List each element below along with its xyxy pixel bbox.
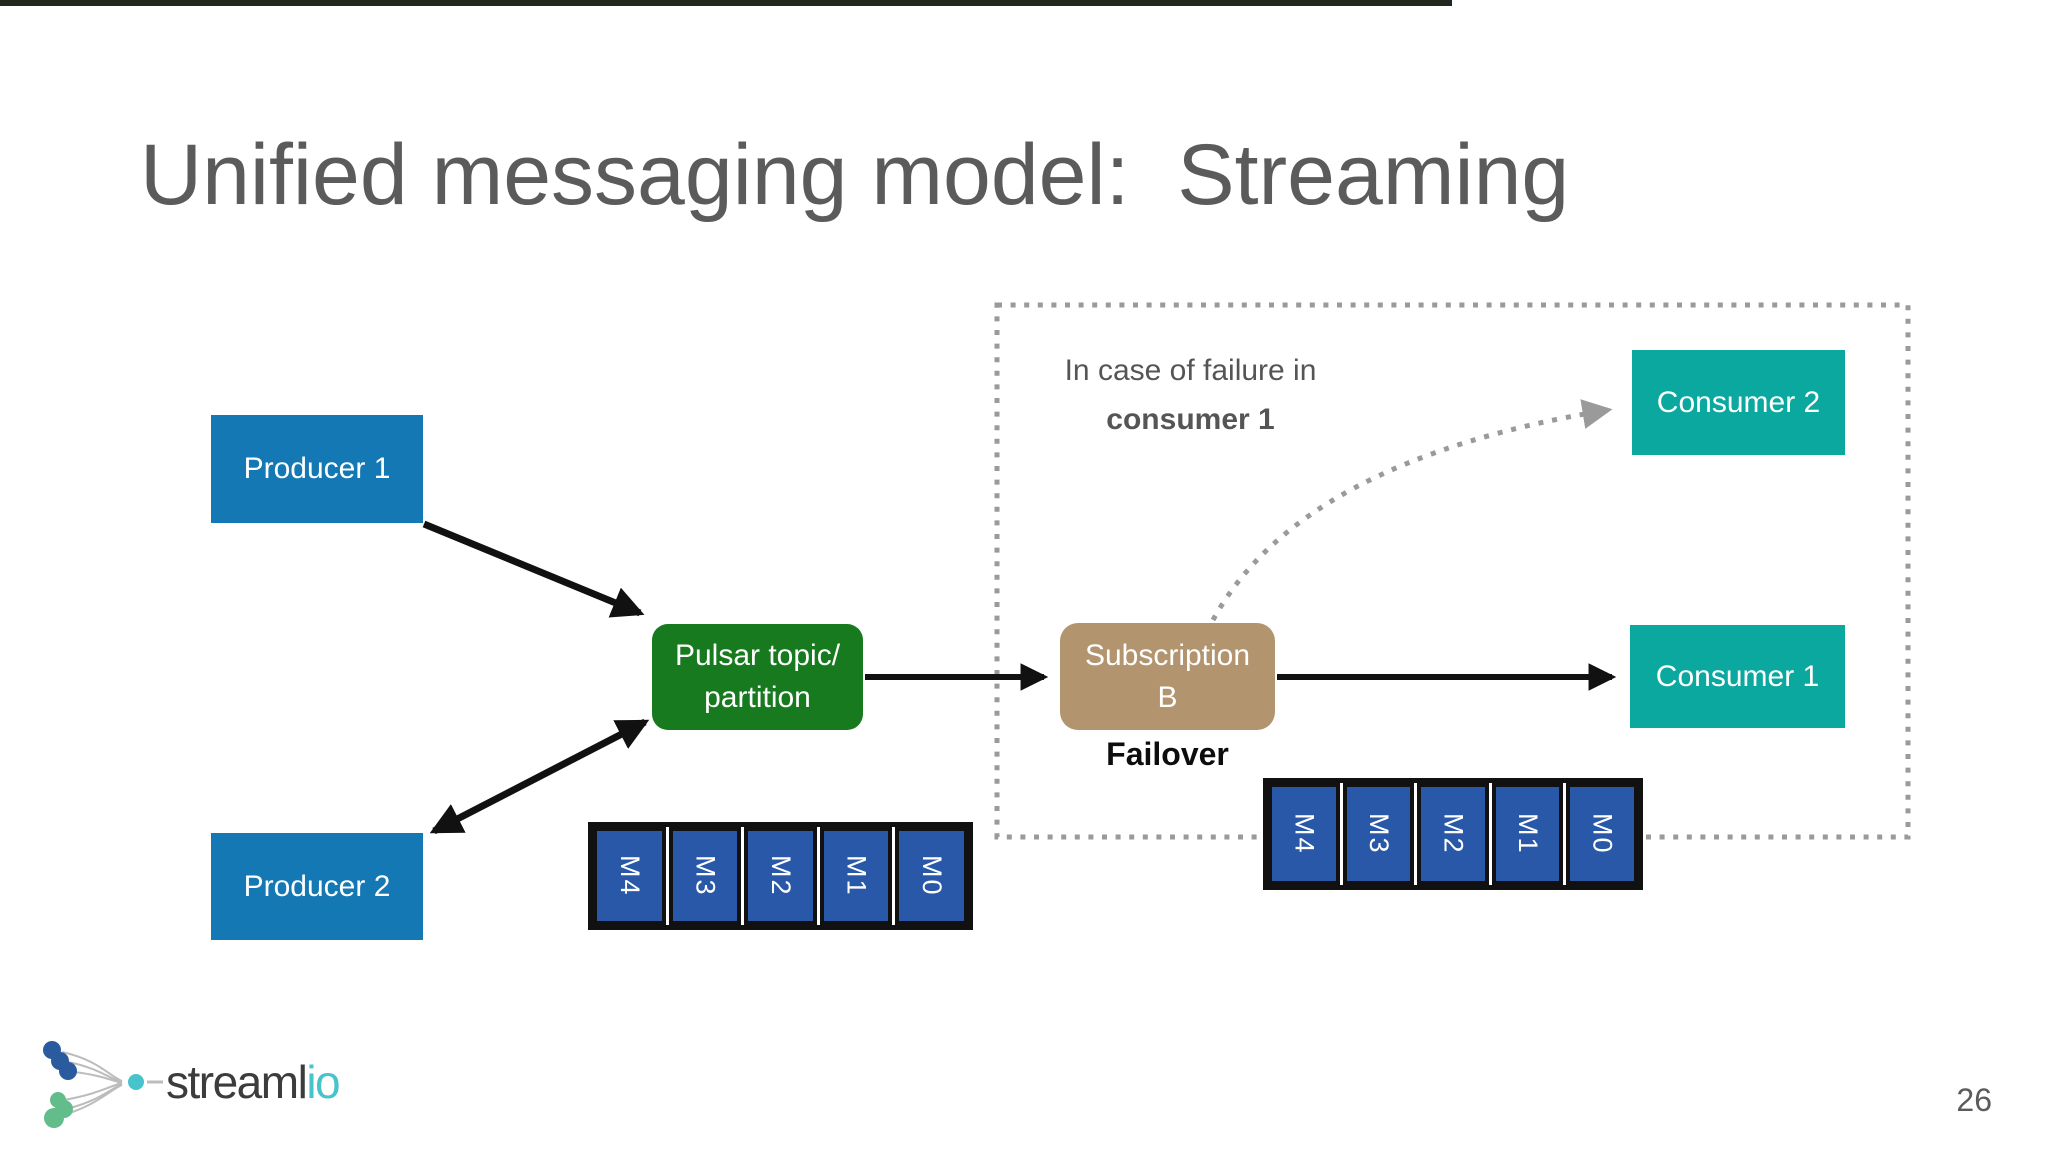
failure-annotation-line1: In case of failure in [1064, 354, 1317, 387]
queue-cell: M4 [1268, 783, 1340, 885]
subscription-message-queue: M4 M3 M2 M1 M0 [1263, 778, 1643, 890]
queue-cell: M0 [1566, 783, 1638, 885]
arrow-producer1-to-topic [422, 520, 645, 618]
queue-cell-label: M1 [841, 855, 872, 897]
queue-cell: M2 [744, 827, 817, 925]
logo-wordmark: streamlio [166, 1056, 339, 1108]
queue-cell: M1 [819, 827, 893, 925]
node-pulsar-topic: Pulsar topic/ partition [652, 624, 863, 730]
queue-cell-label: M4 [1289, 813, 1320, 855]
node-consumer-1: Consumer 1 [1630, 625, 1845, 728]
node-subscription-b: Subscription B [1060, 623, 1275, 730]
streamlio-logo: streamlio [43, 1041, 341, 1128]
arrow-producer2-topic [429, 718, 650, 835]
queue-cell: M3 [668, 827, 742, 925]
node-label: Producer 1 [243, 452, 391, 485]
failure-annotation: In case of failure in consumer 1 [1018, 354, 1363, 437]
logo-flow-lines [59, 1051, 163, 1117]
queue-cell: M2 [1417, 783, 1489, 885]
subscription-mode-label: Failover [1106, 736, 1229, 772]
queue-cell-label: M2 [1438, 813, 1469, 855]
node-label-line1: Pulsar topic/ [674, 639, 841, 672]
queue-cell-label: M0 [1587, 813, 1618, 855]
queue-cell: M3 [1342, 783, 1415, 885]
slide-title: Unified messaging model: Streaming [140, 127, 1570, 223]
queue-cell: M4 [593, 827, 666, 925]
queue-cell-label: M4 [614, 855, 645, 897]
logo-text-accent: io [306, 1056, 339, 1108]
node-consumer-2: Consumer 2 [1632, 350, 1845, 455]
node-producer-2: Producer 2 [211, 833, 423, 940]
queue-cell-label: M3 [1363, 813, 1394, 855]
node-label: Consumer 2 [1656, 385, 1821, 419]
dotted-failover-arrow-to-consumer2 [1210, 399, 1613, 622]
logo-dots [43, 1041, 144, 1128]
node-producer-1: Producer 1 [211, 415, 423, 523]
page-number: 26 [1956, 1082, 1992, 1118]
node-label-line2: B [1157, 680, 1178, 714]
node-label-line2: partition [704, 681, 811, 714]
queue-cell-label: M3 [690, 855, 721, 897]
logo-text-main: streaml [166, 1056, 306, 1108]
queue-cell: M1 [1491, 783, 1564, 885]
queue-cell-label: M2 [765, 855, 796, 897]
queue-cell-label: M1 [1513, 813, 1544, 855]
node-label: Consumer 1 [1655, 659, 1820, 693]
top-edge-strip [0, 0, 1452, 6]
queue-cell-label: M0 [917, 855, 948, 897]
queue-cell: M0 [895, 827, 968, 925]
node-label-line1: Subscription [1084, 638, 1251, 672]
topic-message-queue: M4 M3 M2 M1 M0 [588, 822, 973, 930]
failure-annotation-line2: consumer 1 [1106, 403, 1275, 436]
node-label: Producer 2 [243, 869, 391, 903]
